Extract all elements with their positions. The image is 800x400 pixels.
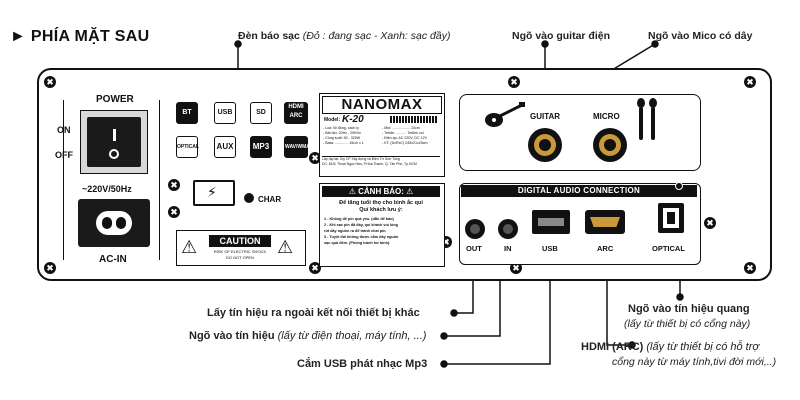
caution-label: CAUTION xyxy=(209,235,271,247)
sd-card-icon: SD xyxy=(250,102,272,124)
warning-triangle-icon: ⚠ xyxy=(181,237,198,257)
in-label: IN xyxy=(504,244,512,253)
usb-port[interactable] xyxy=(532,210,570,234)
hdmi-callout: HDMI (ARC) (lấy từ thiết bị có hỗ trợ xyxy=(581,341,759,353)
in-line xyxy=(446,262,501,337)
screw-icon: ✖ xyxy=(744,76,756,88)
power-frame xyxy=(63,100,160,260)
optical-port[interactable] xyxy=(658,203,684,233)
spec-sticker: NANOMAX Model: K-20 - Loa: lõi động, các… xyxy=(319,93,445,177)
voltage-label: ~220V/50Hz xyxy=(82,184,132,194)
status-led xyxy=(675,182,683,190)
optical-icon: OPTICAL xyxy=(176,136,199,158)
hdmi-callout-label: HDMI (ARC) xyxy=(581,341,644,353)
mp3-icon: MP3 xyxy=(250,136,272,158)
screw-icon: ✖ xyxy=(44,262,56,274)
charge-light-callout: Đèn báo sạc (Đỏ : đang sạc - Xanh: sạc đ… xyxy=(238,30,450,42)
warning-triangle-icon: ⚠ xyxy=(277,237,294,257)
model-value: K-20 xyxy=(342,114,364,125)
bluetooth-icon: BT xyxy=(176,102,198,124)
spec-right: - Mid: .................. 10cm- Treble: … xyxy=(382,126,428,145)
model-label: Model: xyxy=(324,117,341,123)
guitar-in-callout: Ngõ vào guitar điện xyxy=(512,30,611,42)
caution-sticker: ⚠ CAUTION RISK OF ELECTRIC SHOCK DO NOT … xyxy=(176,230,306,266)
screw-icon: ✖ xyxy=(508,76,520,88)
screw-icon: ✖ xyxy=(309,152,321,164)
warning-title: ⚠ CẢNH BÁO: ⚠ xyxy=(322,186,440,197)
screw-icon: ✖ xyxy=(168,206,180,218)
spec-left: - Loa: lõi động, cách ly- Bát tần: 20Hz … xyxy=(323,126,364,145)
brand-logo: NANOMAX xyxy=(322,96,442,114)
guitar-label: GUITAR xyxy=(530,112,561,121)
arc-label: ARC xyxy=(597,244,614,253)
power-on-mark-icon xyxy=(113,129,116,141)
hdmi-arc-port[interactable] xyxy=(585,210,625,234)
power-label: POWER xyxy=(93,94,137,105)
aux-icon: AUX xyxy=(214,136,236,158)
usb-callout: Cắm USB phát nhạc Mp3 xyxy=(297,358,428,370)
screw-icon: ✖ xyxy=(510,262,522,274)
micro-jack[interactable] xyxy=(593,128,627,162)
battery-icon: ⚡ xyxy=(193,180,235,206)
charge-indicator-led xyxy=(244,193,254,203)
screw-icon: ✖ xyxy=(744,262,756,274)
mic-in-callout: Ngõ vào Mico có dây xyxy=(648,30,753,42)
usb-label: USB xyxy=(542,244,558,253)
screw-icon: ✖ xyxy=(168,179,180,191)
optical-label: OPTICAL xyxy=(652,244,685,253)
warning-sticker: ⚠ CẢNH BÁO: ⚠ Để tăng tuổi thọ cho bình … xyxy=(319,183,445,267)
out-callout: Lấy tín hiệu ra ngoài kết nối thiết bị k… xyxy=(207,307,420,319)
micro-label: MICRO xyxy=(593,112,620,121)
in-jack[interactable] xyxy=(498,219,518,239)
usb-icon: USB xyxy=(214,102,236,124)
ac-socket[interactable] xyxy=(78,199,150,247)
power-switch[interactable] xyxy=(80,110,148,174)
char-label: CHAR xyxy=(258,195,282,204)
equalizer-graphic xyxy=(390,116,438,123)
out-label: OUT xyxy=(466,244,482,253)
screw-icon: ✖ xyxy=(704,217,716,229)
charge-light-dot xyxy=(234,40,242,48)
charge-light-label: Đèn báo sạc xyxy=(238,30,300,42)
ac-in-label: AC-IN xyxy=(96,254,130,265)
caution-small-2: DO NOT OPEN xyxy=(226,255,254,260)
digital-header: DIGITAL AUDIO CONNECTION xyxy=(461,185,697,197)
screw-icon: ✖ xyxy=(309,262,321,274)
guitar-mic-panel xyxy=(459,94,701,171)
in-callout-label: Ngõ vào tín hiệu xyxy=(189,330,275,342)
hdmi-arc-icon: HDMI ARC xyxy=(284,102,308,124)
charge-light-note: (Đỏ : đang sạc - Xanh: sạc đầy) xyxy=(302,30,451,42)
hdmi-callout-note-2: cổng này từ máy tính,tivi đời mới,..) xyxy=(612,356,777,368)
power-off-mark-icon xyxy=(109,149,119,159)
optical-callout-note: (lấy từ thiết bị có cổng này) xyxy=(624,318,751,330)
out-jack[interactable] xyxy=(465,219,485,239)
warning-lines: 1 - Không để pin quá yếu. (dẫn để báo)2 … xyxy=(324,217,399,245)
ac-socket-face xyxy=(96,211,132,235)
usb-line xyxy=(446,262,551,365)
wav-wma-icon: WAV/WMA xyxy=(284,136,310,158)
on-label: ON xyxy=(57,125,71,135)
power-switch-rocker[interactable] xyxy=(87,117,141,167)
hdmi-callout-note-1: (lấy từ thiết bị có hỗ trợ xyxy=(646,341,760,353)
in-callout: Ngõ vào tín hiệu (lấy từ điện thoại, máy… xyxy=(189,330,426,342)
guitar-jack[interactable] xyxy=(528,128,562,162)
caution-small-1: RISK OF ELECTRIC SHOCK xyxy=(213,249,267,254)
optical-callout: Ngõ vào tín hiệu quang xyxy=(628,303,750,315)
screw-icon: ✖ xyxy=(44,76,56,88)
hdmi-line xyxy=(606,262,630,346)
guitar-icon xyxy=(484,102,526,130)
in-callout-note: (lấy từ điện thoại, máy tính, ...) xyxy=(277,330,427,342)
off-label: OFF xyxy=(55,150,73,160)
page-title: ► PHÍA MẶT SAU xyxy=(10,28,150,45)
microphone-icon xyxy=(633,98,663,142)
spec-footer: Lắp ráp tại: Cty CP Xây dựng và Điện Tử … xyxy=(322,156,440,167)
